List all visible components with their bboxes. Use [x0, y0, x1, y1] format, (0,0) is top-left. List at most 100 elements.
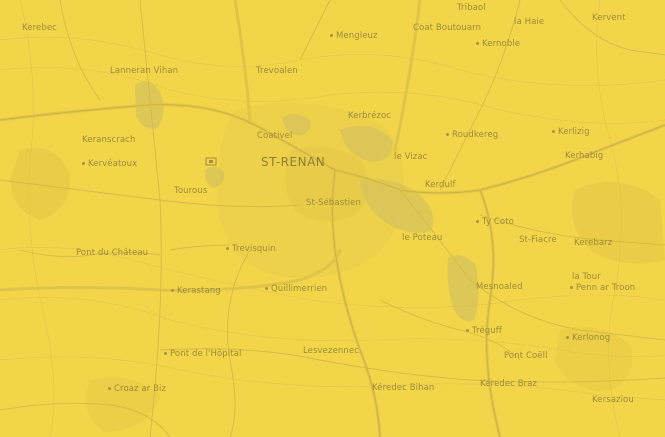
place-label[interactable]: Kerlonog [566, 334, 610, 343]
place-label-text: Trevoalen [256, 66, 298, 76]
place-dot-icon [570, 286, 573, 289]
place-label[interactable]: la Haie [514, 18, 544, 27]
place-label-text: Kernoble [482, 39, 521, 49]
place-label-text: Kéredec Bihan [372, 383, 435, 393]
place-label[interactable]: Pont du Château [76, 249, 148, 258]
place-label[interactable]: Coat Boutouarn [413, 24, 481, 33]
place-label-text: Kerastang [177, 286, 221, 296]
place-label-text: Kerebec [22, 23, 57, 33]
place-label-text: Tréguff [472, 326, 502, 336]
place-dot-icon [330, 34, 333, 37]
place-label[interactable]: Kerastang [171, 287, 221, 296]
place-label-text: Mengleuz [336, 31, 378, 41]
place-dot-icon [476, 220, 479, 223]
place-label-text: Lanneran Vihan [110, 66, 179, 76]
place-label-text: Kerbrézoc [348, 111, 392, 121]
place-label[interactable]: le Vizac [394, 153, 427, 162]
place-label-text: Pont du Château [76, 248, 149, 258]
place-dot-icon [171, 289, 174, 292]
place-label[interactable]: Roudkereg [446, 131, 498, 140]
place-label[interactable]: Quillimerrien [265, 285, 327, 294]
woodland-area [86, 377, 160, 432]
place-label-text: St-Sébastien [306, 198, 361, 208]
place-label[interactable]: St-Fiacre [519, 236, 557, 245]
place-label[interactable]: Coativel [257, 132, 292, 141]
place-label[interactable]: Ty Coto [476, 218, 514, 227]
place-dot-icon [265, 287, 268, 290]
place-label-text: St-Fiacre [519, 235, 557, 245]
place-label[interactable]: Tribaol [457, 4, 486, 13]
building-icon [205, 157, 217, 166]
place-label-text: Pont Coëll [504, 351, 548, 361]
place-label-text: Kerlonog [572, 333, 611, 343]
place-dot-icon [566, 336, 569, 339]
place-label-text: le Poteau [402, 233, 443, 243]
place-label[interactable]: St-Sébastien [306, 199, 361, 208]
place-label-text: Mesnoaled [476, 282, 523, 292]
place-label[interactable]: Kéredec Bihan [372, 384, 434, 393]
woodland-area [555, 327, 633, 392]
place-label-text: Croaz ar Biz [114, 384, 167, 394]
place-label-text: le Vizac [394, 152, 428, 162]
place-label[interactable]: Croaz ar Biz [108, 385, 166, 394]
place-label-text: Kervent [592, 13, 626, 23]
town-label-text: ST-RENAN [261, 155, 326, 169]
place-label-text: Kéredec Braz [480, 379, 538, 389]
place-label-text: Tribaol [457, 3, 486, 13]
place-label[interactable]: Trevoalen [256, 67, 298, 76]
place-label[interactable]: Mengleuz [330, 32, 378, 41]
place-dot-icon [164, 352, 167, 355]
place-label[interactable]: Kerebec [22, 24, 57, 33]
place-label[interactable]: Kerlizig [552, 128, 590, 137]
place-label[interactable]: Keranscrach [82, 136, 135, 145]
place-label[interactable]: Trevisquin [226, 245, 276, 254]
place-dot-icon [108, 387, 111, 390]
place-label-text: la Tour [572, 272, 601, 282]
place-label-text: Coativel [257, 131, 293, 141]
place-dot-icon [476, 42, 479, 45]
place-label[interactable]: Tréguff [466, 327, 502, 336]
place-label-text: Kerhabig [565, 151, 604, 161]
place-label[interactable]: Kerbrézoc [348, 112, 391, 121]
town-label-st-renan[interactable]: ST-RENAN [261, 156, 325, 168]
place-label[interactable]: Kernoble [476, 40, 520, 49]
place-label-text: Trevisquin [232, 244, 276, 254]
place-label-text: Kervéatoux [88, 159, 138, 169]
place-label[interactable]: le Poteau [402, 234, 442, 243]
place-dot-icon [466, 329, 469, 332]
place-label[interactable]: Kersaziou [592, 396, 634, 405]
place-label-text: Roudkereg [452, 130, 499, 140]
place-label[interactable]: Mesnoaled [476, 283, 523, 292]
woodland-area [10, 147, 71, 220]
place-label[interactable]: Kerdulf [425, 181, 456, 190]
place-label[interactable]: Kervent [592, 14, 626, 23]
place-label-text: Kerdulf [425, 180, 456, 190]
place-label[interactable]: Lesvezennec [303, 347, 359, 356]
place-label[interactable]: Pont Coëll [504, 352, 548, 361]
place-label[interactable]: Kerebarz [574, 239, 612, 248]
place-label-text: Lesvezennec [303, 346, 359, 356]
place-label[interactable]: Pont de l'Hôpital [164, 350, 241, 359]
place-label-text: Quillimerrien [271, 284, 328, 294]
place-label[interactable]: Kervéatoux [82, 160, 137, 169]
place-label-text: Kerebarz [574, 238, 613, 248]
place-label[interactable]: Lanneran Vihan [110, 67, 178, 76]
place-dot-icon [82, 162, 85, 165]
main-roads-outline [0, 104, 665, 437]
place-label[interactable]: Kerhabig [565, 152, 603, 161]
place-label-text: Kerlizig [558, 127, 590, 137]
place-dot-icon [226, 247, 229, 250]
place-label[interactable]: Penn ar Troon [570, 284, 635, 293]
place-label-text: la Haie [514, 17, 545, 27]
place-label-text: Ty Coto [482, 217, 514, 227]
urban-area [285, 146, 369, 222]
place-label-text: Tourous [174, 186, 208, 196]
place-label[interactable]: la Tour [572, 273, 601, 282]
place-dot-icon [446, 133, 449, 136]
place-label-text: Keranscrach [82, 135, 136, 145]
place-label[interactable]: Kéredec Braz [480, 380, 537, 389]
place-label[interactable]: Tourous [174, 187, 207, 196]
